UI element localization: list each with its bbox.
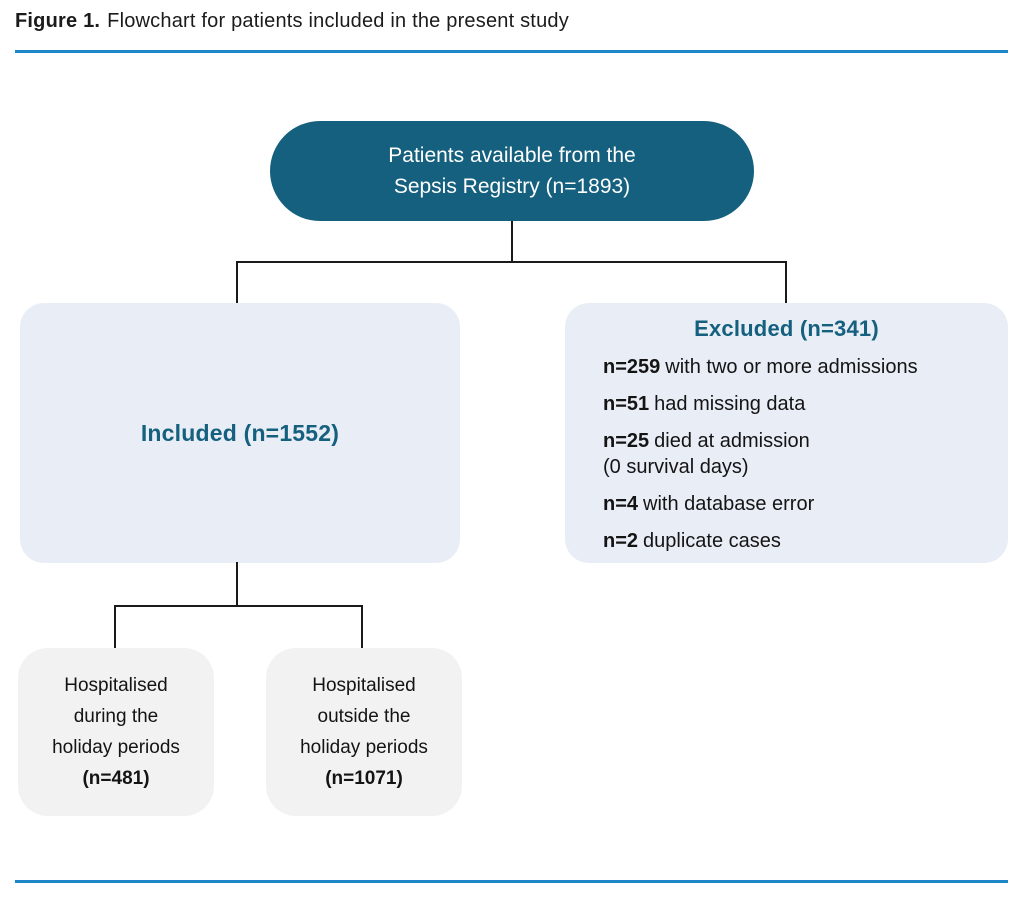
excluded-item-text: with database error: [643, 493, 815, 515]
bottom-rule: [15, 880, 1008, 883]
excluded-item-text: died at admission: [654, 430, 810, 452]
figure-caption: Figure 1. Flowchart for patients included…: [15, 10, 569, 33]
outside-line1: Hospitalised: [312, 675, 416, 696]
connector-included-down: [236, 562, 238, 607]
excluded-item-count: n=2: [603, 530, 639, 552]
node-hospitalised-outside-holiday: Hospitalised outside the holiday periods…: [266, 648, 462, 816]
excluded-item-count: n=4: [603, 493, 639, 515]
figure-caption-text: Flowchart for patients included in the p…: [107, 10, 569, 32]
during-line1: Hospitalised: [64, 675, 168, 696]
connector-to-included: [236, 261, 238, 305]
outside-line3: holiday periods: [300, 737, 428, 758]
included-label: Included (n=1552): [140, 419, 340, 446]
connector-to-during-holiday: [114, 605, 116, 650]
excluded-item-count: n=51: [603, 393, 650, 415]
outside-line2: outside the: [317, 706, 411, 727]
excluded-item-count: n=25: [603, 430, 650, 452]
excluded-item-text: had missing data: [654, 393, 806, 415]
root-line2: Sepsis Registry (n=1893): [393, 175, 631, 198]
outside-count: (n=1071): [325, 768, 403, 789]
connector-branch-top: [236, 261, 787, 263]
during-count: (n=481): [82, 768, 150, 789]
figure-label: Figure 1.: [15, 10, 101, 32]
top-rule: [15, 50, 1008, 53]
node-sepsis-registry: Patients available from the Sepsis Regis…: [270, 121, 754, 221]
connector-to-outside-holiday: [361, 605, 363, 650]
excluded-title: Excluded (n=341): [694, 316, 879, 341]
excluded-item-note: (0 survival days): [603, 456, 749, 478]
excluded-item-text: duplicate cases: [643, 530, 781, 552]
excluded-item-count: n=259: [603, 356, 661, 378]
node-included: Included (n=1552): [20, 303, 460, 563]
connector-branch-bottom: [114, 605, 363, 607]
root-line1: Patients available from the: [388, 144, 636, 167]
connector-root-down: [511, 221, 513, 263]
during-line3: holiday periods: [52, 737, 180, 758]
excluded-item-text: with two or more admissions: [665, 356, 918, 378]
node-hospitalised-during-holiday: Hospitalised during the holiday periods …: [18, 648, 214, 816]
connector-to-excluded: [785, 261, 787, 305]
during-line2: during the: [73, 706, 159, 727]
